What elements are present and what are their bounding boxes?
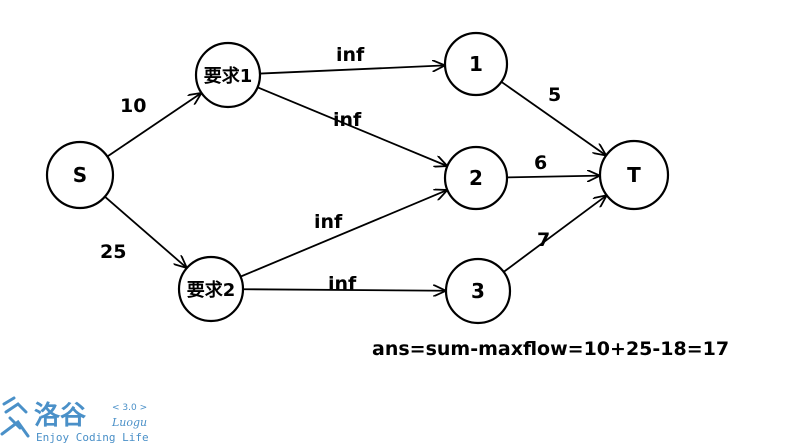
node-label-T: T (627, 163, 641, 187)
node-label-n3: 3 (471, 279, 485, 303)
edge-label-S-r1: 10 (120, 95, 146, 117)
edge-label-n2-T: 6 (534, 152, 547, 174)
node-circle-S (45, 140, 115, 210)
edge-r2-n3 (242, 289, 446, 291)
node-n2: 2 (443, 145, 509, 211)
node-n1: 1 (443, 31, 509, 97)
edge-label-r1-n2: inf (333, 109, 362, 131)
edge-r1-n2 (257, 86, 448, 166)
edge-n3-T (503, 195, 607, 273)
node-circle-r1 (194, 41, 262, 109)
logo-tagline: Enjoy Coding Life (36, 431, 149, 444)
node-circle-n3 (444, 257, 512, 325)
edge-label-n1-T: 5 (548, 84, 561, 106)
node-label-n2: 2 (469, 166, 483, 190)
node-label-r2: 要求2 (187, 279, 236, 301)
edge-label-n3-T: 7 (537, 229, 550, 251)
nodes-layer: S 要求1 要求2 1 2 3 T (45, 31, 670, 325)
edges-layer: 10 25 inf inf inf inf 5 6 7 (100, 44, 607, 295)
logo-brand: Luogu (111, 416, 147, 429)
edge-label-r1-n1: inf (336, 44, 365, 66)
node-circle-T (598, 139, 670, 211)
node-label-S: S (73, 163, 87, 187)
logo-version: < 3.0 > (112, 403, 147, 413)
node-circle-n2 (443, 145, 509, 211)
node-n3: 3 (444, 257, 512, 325)
edge-S-r2 (104, 195, 187, 268)
node-r2: 要求2 (177, 255, 245, 323)
edge-r1-n1 (259, 65, 445, 75)
edge-r2-n2 (240, 190, 448, 278)
edge-label-S-r2: 25 (100, 241, 126, 263)
edge-S-r1 (106, 93, 201, 158)
edge-n2-T (506, 176, 600, 178)
logo-name: 洛谷 (34, 400, 87, 431)
node-T: T (598, 139, 670, 211)
edge-label-r2-n3: inf (328, 273, 357, 295)
node-r1: 要求1 (194, 41, 262, 109)
luogu-logo-icon (0, 396, 30, 438)
node-circle-r2 (177, 255, 245, 323)
node-circle-n1 (443, 31, 509, 97)
edge-label-r2-n2: inf (314, 211, 343, 233)
luogu-watermark: 洛谷 < 3.0 > Luogu Enjoy Coding Life (0, 396, 149, 444)
node-label-r1: 要求1 (204, 65, 253, 87)
formula-text: ans=sum-maxflow=10+25-18=17 (372, 338, 729, 360)
edge-n1-T (500, 81, 606, 156)
node-label-n1: 1 (469, 52, 483, 76)
node-S: S (45, 140, 115, 210)
